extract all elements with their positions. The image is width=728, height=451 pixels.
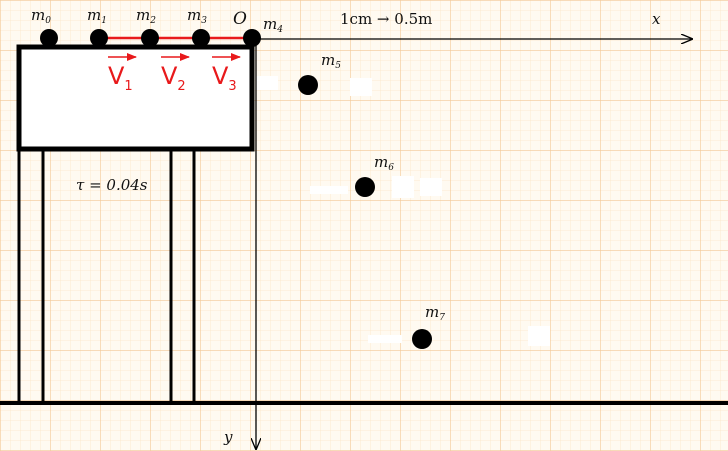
origin-label: O	[233, 9, 247, 29]
ball-m5	[298, 75, 318, 95]
ball-label-m7: m7	[425, 303, 445, 323]
ball-label-m3: m3	[187, 6, 207, 26]
x-axis-label: x	[652, 10, 661, 28]
ball-label-m1: m1	[87, 6, 107, 26]
svg-text:V1: V1	[108, 62, 133, 94]
velocity-label-2: V2	[161, 53, 190, 94]
ball-m2	[141, 29, 159, 47]
ball-label-m0: m0	[31, 6, 51, 26]
ball-m3	[192, 29, 210, 47]
ball-m6	[355, 177, 375, 197]
svg-text:V2: V2	[161, 62, 186, 94]
balls	[40, 29, 432, 349]
ball-label-m5: m5	[321, 51, 341, 71]
ball-m1	[90, 29, 108, 47]
ball-label-m2: m2	[136, 6, 156, 26]
ball-m0	[40, 29, 58, 47]
ball-label-m6: m6	[374, 153, 394, 173]
ball-m7	[412, 329, 432, 349]
svg-text:V3: V3	[212, 62, 237, 94]
velocity-label-2-base: V	[161, 62, 178, 90]
table-top	[16, 44, 255, 152]
velocity-label-3-base: V	[212, 62, 229, 90]
ball-m4	[243, 29, 261, 47]
velocity-labels: V1 V2 V3	[108, 53, 241, 94]
scale-label: 1cm → 0.5m	[340, 10, 432, 28]
table	[16, 44, 255, 404]
velocity-label-1-sub: 1	[124, 79, 132, 94]
time-interval-label: τ = 0.04s	[76, 176, 148, 194]
velocity-label-1: V1	[108, 53, 137, 94]
velocity-label-1-base: V	[108, 62, 125, 90]
y-axis-label: y	[223, 428, 233, 446]
white-patches	[256, 76, 550, 346]
ball-label-m4: m4	[263, 15, 283, 35]
velocity-label-2-sub: 2	[177, 79, 185, 94]
velocity-label-3: V3	[212, 53, 241, 94]
velocity-label-3-sub: 3	[228, 79, 236, 94]
ball-labels: m0 m1 m2 m3 m4 m5 m6 m7	[31, 6, 445, 323]
